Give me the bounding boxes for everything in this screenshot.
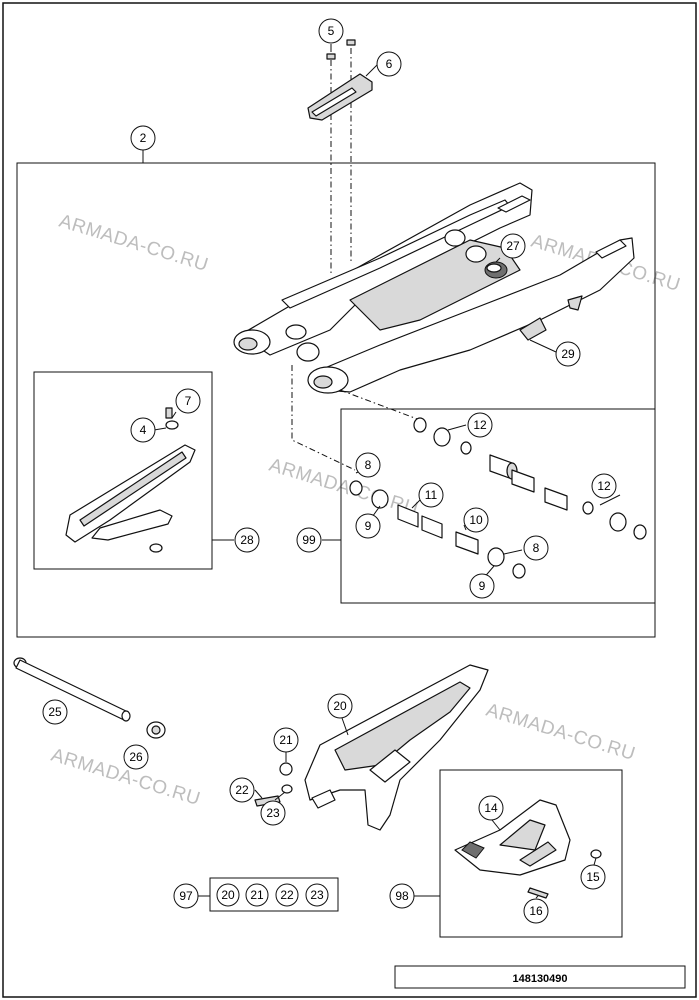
callout-97: 97: [173, 883, 199, 909]
svg-text:29: 29: [561, 347, 575, 361]
kit-97-item-21: 21: [245, 883, 269, 907]
callout-8-lower: 8: [523, 535, 549, 561]
svg-text:5: 5: [328, 24, 335, 38]
top-screws: [326, 39, 356, 275]
chain-guide-box: [439, 769, 623, 938]
callout-4: 4: [130, 417, 156, 443]
axle-25: [13, 657, 131, 722]
callout-29: 29: [555, 341, 581, 367]
callout-26: 26: [123, 744, 149, 770]
svg-text:12: 12: [597, 479, 611, 493]
callout-5: 5: [318, 18, 344, 44]
svg-text:26: 26: [129, 750, 143, 764]
callout-28: 28: [234, 527, 260, 553]
svg-text:28: 28: [240, 533, 254, 547]
chain-slider-box: [33, 371, 213, 570]
callout-22: 22: [229, 777, 255, 803]
svg-text:4: 4: [140, 423, 147, 437]
svg-text:14: 14: [484, 801, 498, 815]
callout-98: 98: [389, 883, 415, 909]
svg-text:9: 9: [365, 519, 372, 533]
callout-99: 99: [296, 527, 322, 553]
callout-21: 21: [273, 727, 299, 753]
chain-slider-28: [65, 407, 196, 553]
bearing-axis-2: [339, 389, 421, 421]
svg-text:8: 8: [533, 541, 540, 555]
svg-text:23: 23: [266, 806, 280, 820]
callout-15: 15: [580, 864, 606, 890]
callout-12-upper: 12: [467, 412, 493, 438]
svg-text:20: 20: [221, 888, 235, 902]
svg-text:8: 8: [365, 458, 372, 472]
callout-14: 14: [478, 795, 504, 821]
callout-9-upper: 9: [355, 513, 381, 539]
callout-9-lower: 9: [469, 573, 495, 599]
callout-12-lower: 12: [591, 473, 617, 499]
kit-97-item-20: 20: [216, 883, 240, 907]
svg-text:97: 97: [179, 889, 193, 903]
callout-11: 11: [418, 482, 444, 508]
bearing-parts-upper: [413, 417, 647, 540]
svg-text:21: 21: [250, 888, 264, 902]
svg-text:6: 6: [386, 57, 393, 71]
callout-25: 25: [42, 699, 68, 725]
svg-text:23: 23: [310, 888, 324, 902]
callout-23: 23: [260, 800, 286, 826]
kit-97-box: [209, 877, 339, 912]
svg-text:7: 7: [185, 394, 192, 408]
svg-text:15: 15: [586, 870, 600, 884]
plug-27: [484, 261, 508, 279]
bearing-parts-lower: [349, 480, 526, 579]
kit-97-item-22: 22: [275, 883, 299, 907]
svg-text:25: 25: [48, 705, 62, 719]
kit-97-item-23: 23: [305, 883, 329, 907]
svg-text:20: 20: [333, 699, 347, 713]
svg-text:16: 16: [529, 904, 543, 918]
swingarm-group-box: [16, 162, 656, 638]
svg-text:2: 2: [140, 131, 147, 145]
svg-text:10: 10: [469, 513, 483, 527]
swingarm-body: [233, 182, 635, 394]
svg-text:21: 21: [279, 733, 293, 747]
callout-20: 20: [327, 693, 353, 719]
callout-10: 10: [463, 507, 489, 533]
chain-guard-20: [304, 664, 489, 831]
svg-text:11: 11: [425, 488, 438, 502]
drawing-code: 148130490: [512, 973, 567, 985]
callout-16: 16: [523, 898, 549, 924]
svg-text:22: 22: [280, 888, 294, 902]
guard-bolts: [254, 762, 293, 807]
axle-nut-26: [146, 721, 166, 739]
svg-text:12: 12: [473, 418, 487, 432]
watermark-4: ARMADA-CO.RU: [484, 700, 638, 765]
watermark-1: ARMADA-CO.RU: [57, 211, 211, 276]
callout-6: 6: [376, 51, 402, 77]
callout-2: 2: [130, 125, 156, 151]
bearing-axis-1: [291, 365, 356, 471]
callout-8-upper: 8: [355, 452, 381, 478]
svg-text:99: 99: [302, 533, 316, 547]
chain-guide-piece-6: [307, 73, 373, 121]
drawing-code-box: [394, 965, 686, 989]
svg-text:22: 22: [235, 783, 249, 797]
callout-27: 27: [500, 233, 526, 259]
svg-text:98: 98: [395, 889, 409, 903]
callout-7: 7: [175, 388, 201, 414]
chain-guide-14: [454, 799, 602, 899]
svg-text:9: 9: [479, 579, 486, 593]
bearing-kit-box: [340, 408, 656, 604]
svg-text:27: 27: [506, 239, 520, 253]
